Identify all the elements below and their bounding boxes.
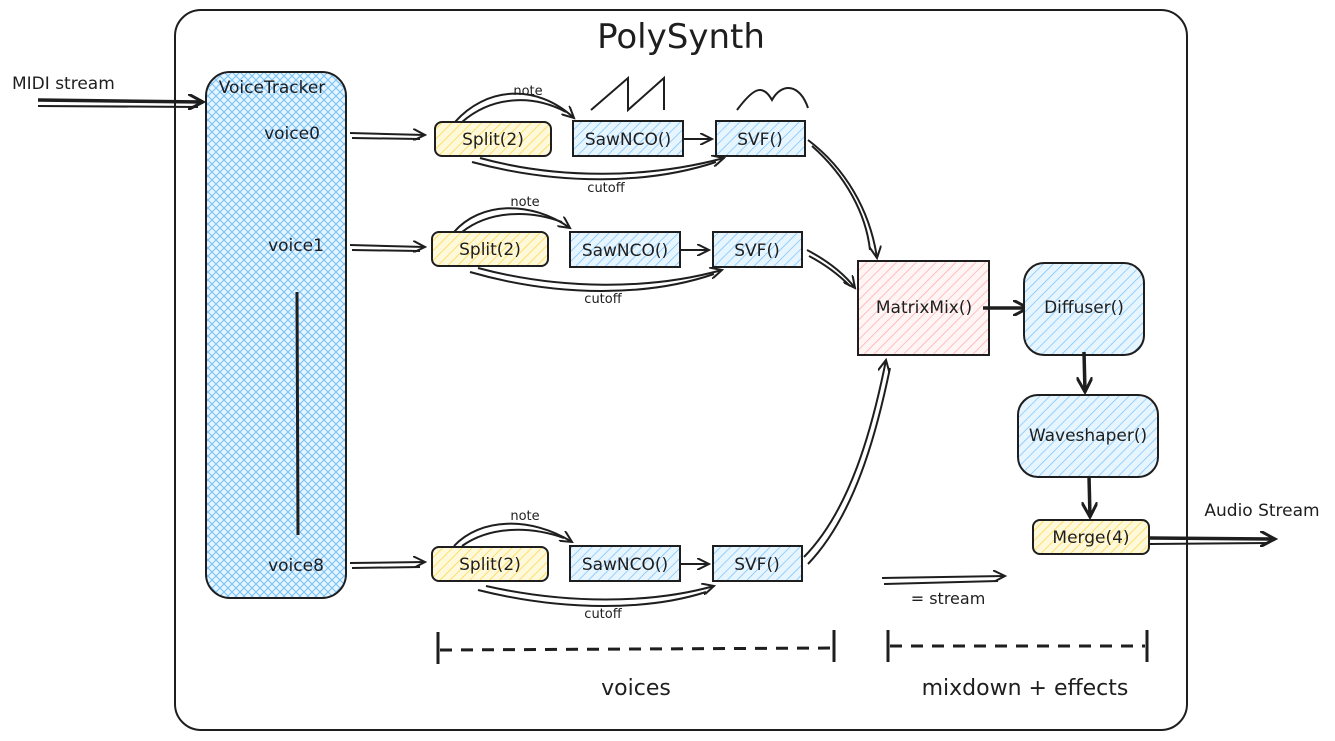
voicetracker-block	[205, 71, 347, 599]
sawtooth-wave-icon	[590, 75, 665, 113]
stream-legend-label: = stream	[911, 589, 986, 608]
voice1-label: voice1	[268, 236, 324, 256]
diffuser-label: Diffuser()	[1044, 298, 1124, 318]
voice-row-1: Split(2) SawNCO() SVF() note cutoff	[349, 195, 855, 307]
note-label-8: note	[510, 509, 539, 524]
matrixmix-label: MatrixMix()	[876, 298, 972, 318]
polysynth-container	[174, 9, 1188, 731]
matrixmix-block	[857, 260, 990, 356]
waveshaper-label: Waveshaper()	[1029, 426, 1147, 446]
split-block-0	[434, 121, 552, 157]
voice8-label: voice8	[268, 556, 324, 576]
cutoff-arrow-8	[485, 586, 714, 601]
voices-section-label: voices	[601, 676, 671, 701]
diagram-title: PolySynth	[597, 17, 765, 57]
voice-ellipsis-line	[295, 291, 300, 536]
svf-label-0: SVF()	[737, 130, 782, 150]
voice-row-8: Split(2) SawNCO() SVF() note cutoff	[349, 360, 891, 622]
note-arrow-0	[454, 92, 574, 123]
split-label-8: Split(2)	[459, 555, 521, 575]
mixdown-bracket	[886, 630, 1149, 662]
cutoff-arrow-1	[477, 268, 722, 286]
voice-row-0: Split(2) SawNCO() SVF() note cutoff	[349, 75, 877, 258]
cutoff-label-8: cutoff	[584, 607, 622, 622]
sawnco-label-1: SawNCO()	[582, 241, 668, 261]
filtered-wave-icon	[736, 87, 809, 111]
sawnco-block-0	[572, 120, 684, 157]
mixdown-section-label: mixdown + effects	[922, 676, 1129, 701]
midi-input-arrow	[37, 100, 203, 102]
note-arrow-1	[453, 207, 570, 233]
note-label-0: note	[513, 84, 542, 99]
svf-label-1: SVF()	[734, 241, 779, 261]
split-block-1	[431, 231, 549, 267]
voicetracker-label: VoiceTracker	[219, 78, 326, 98]
sawnco-block-8	[569, 545, 681, 582]
sawnco-label-8: SawNCO()	[582, 555, 668, 575]
svf-block-1	[712, 231, 803, 268]
cutoff-label-0: cutoff	[587, 181, 625, 196]
note-arrow-8	[453, 522, 572, 547]
split-label-0: Split(2)	[462, 130, 524, 150]
voices-bracket	[436, 630, 836, 664]
svf-label-8: SVF()	[734, 555, 779, 575]
merge-block	[1032, 519, 1150, 555]
cutoff-label-1: cutoff	[584, 292, 622, 307]
split-label-1: Split(2)	[459, 240, 521, 260]
audio-output-arrow	[1149, 538, 1275, 539]
cutoff-arrow-0	[479, 158, 724, 175]
svf-block-0	[715, 120, 806, 157]
merge-label: Merge(4)	[1052, 528, 1129, 548]
voice0-label: voice0	[264, 124, 320, 144]
split-block-8	[431, 546, 549, 582]
note-label-1: note	[510, 195, 539, 210]
stream-legend-arrow	[881, 576, 1005, 578]
diffuser-to-waveshaper-arrow	[1084, 351, 1085, 392]
waveshaper-to-merge-arrow	[1089, 475, 1090, 517]
sawnco-label-0: SawNCO()	[585, 130, 671, 150]
audio-stream-label: Audio Stream	[1204, 501, 1319, 521]
midi-stream-label: MIDI stream	[12, 74, 115, 94]
svf-block-8	[712, 545, 803, 582]
